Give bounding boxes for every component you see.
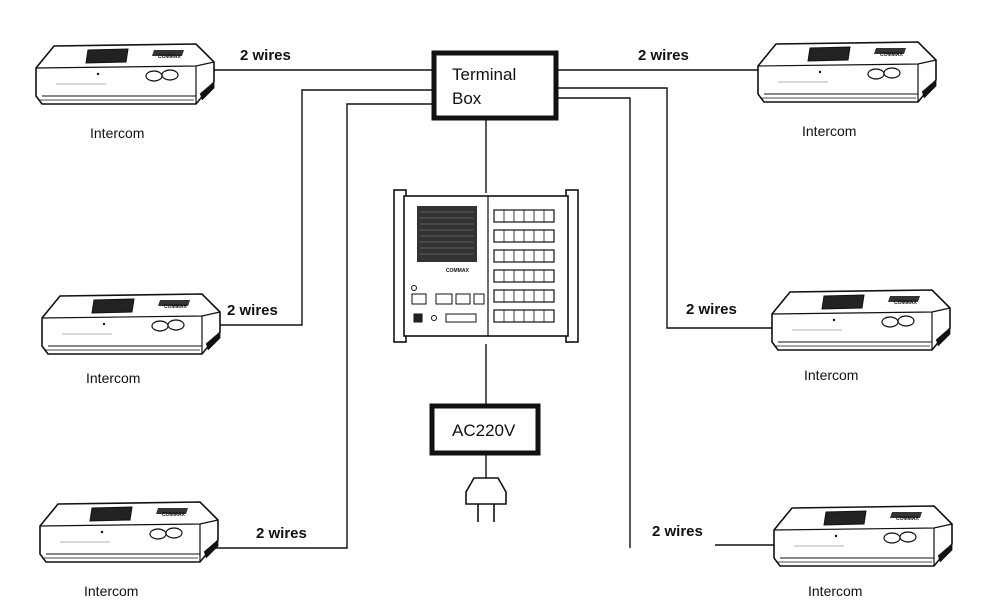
intercom-label: Intercom xyxy=(808,583,862,599)
master-speaker-grille xyxy=(417,206,477,262)
intercom-bottom-right: COMMAX Intercom 2 wires xyxy=(652,505,953,599)
power-plug-icon xyxy=(465,477,507,522)
intercom-brand: COMMAX xyxy=(158,54,181,60)
master-brand-logo: COMMAX xyxy=(446,268,469,274)
wire-mid-left xyxy=(208,89,432,326)
intercom-label: Intercom xyxy=(84,583,138,599)
intercom-top-right: COMMAX Intercom 2 wires xyxy=(638,41,937,139)
master-controls xyxy=(411,285,485,323)
terminal-box-label-line2: Box xyxy=(452,89,482,108)
wiring xyxy=(208,69,778,549)
wire-label: 2 wires xyxy=(638,47,689,64)
wire-mid-right xyxy=(558,87,776,329)
wire-label: 2 wires xyxy=(256,525,307,542)
wire-label: 2 wires xyxy=(227,302,278,319)
intercom-label: Intercom xyxy=(804,367,858,383)
intercom-label: Intercom xyxy=(90,125,144,141)
terminal-box: Terminal Box xyxy=(431,50,559,121)
master-station: COMMAX xyxy=(393,189,579,343)
intercom-label: Intercom xyxy=(802,123,856,139)
intercom-brand: COMMAX xyxy=(162,512,185,518)
wire-label: 2 wires xyxy=(652,523,703,540)
wire-bottom-left xyxy=(210,103,432,549)
intercom-brand: COMMAX xyxy=(896,516,919,522)
intercom-top-left: COMMAX Intercom 2 wires xyxy=(35,43,291,141)
terminal-box-label-line1: Terminal xyxy=(452,65,516,84)
wire-label: 2 wires xyxy=(240,47,291,64)
wire-bottom-right xyxy=(558,97,631,548)
intercom-middle-left: COMMAX Intercom 2 wires xyxy=(41,293,278,386)
intercom-label: Intercom xyxy=(86,370,140,386)
wire-label: 2 wires xyxy=(686,301,737,318)
power-supply-box: AC220V xyxy=(429,403,541,456)
intercom-bottom-left: COMMAX Intercom 2 wires xyxy=(39,501,307,599)
power-label: AC220V xyxy=(452,421,516,440)
intercom-brand: COMMAX xyxy=(164,304,187,310)
intercom-brand: COMMAX xyxy=(880,52,903,58)
intercom-brand: COMMAX xyxy=(894,300,917,306)
intercom-middle-right: COMMAX Intercom 2 wires xyxy=(686,289,951,383)
